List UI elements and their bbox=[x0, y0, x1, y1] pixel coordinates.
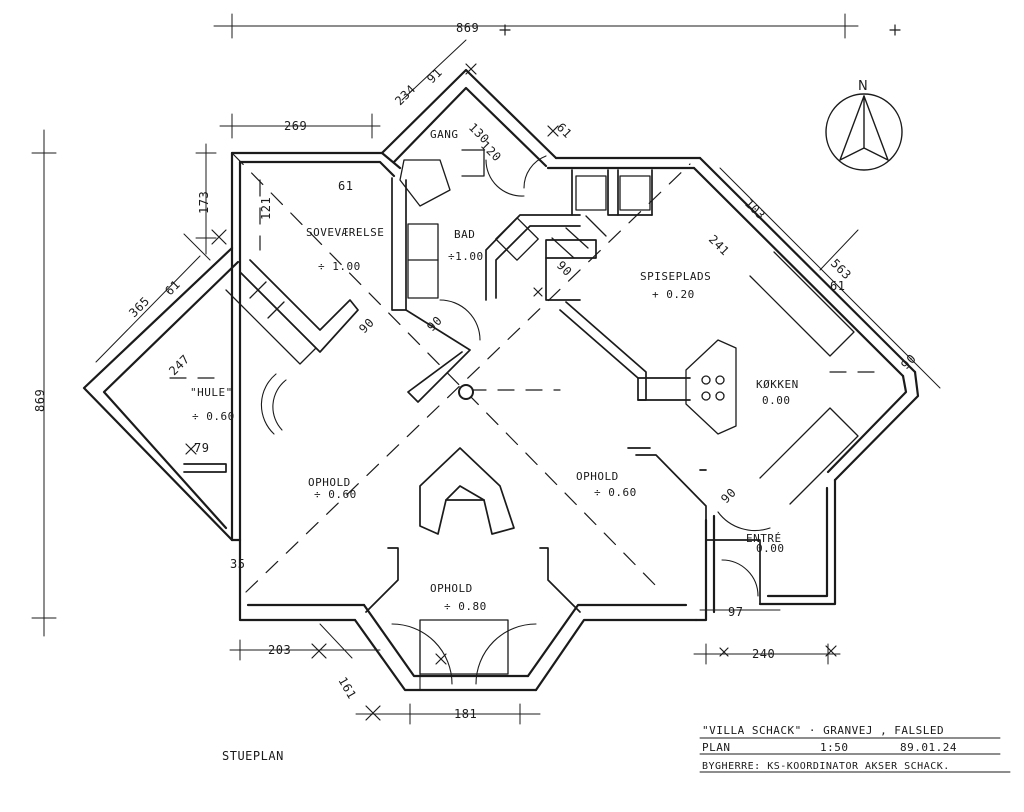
room-ophold-right-level: ÷ 0.60 bbox=[594, 486, 637, 499]
dashed-axes bbox=[169, 152, 881, 593]
dim-stair-90: 90 bbox=[554, 258, 575, 279]
dim-121: 121 bbox=[259, 197, 273, 220]
dim-247: 247 bbox=[166, 352, 192, 378]
room-ophold-bottom-level: ÷ 0.80 bbox=[444, 600, 487, 613]
room-entre-label: ENTRÉ bbox=[746, 532, 782, 545]
caption-scale: 1:50 bbox=[820, 741, 849, 754]
fixtures bbox=[225, 149, 859, 675]
dim-door-90-a: 90 bbox=[356, 315, 377, 336]
room-hule-label: "HULE" bbox=[190, 386, 233, 399]
room-ophold-left-level: ÷ 0.60 bbox=[314, 488, 357, 501]
dim-61-gang: 61 bbox=[554, 120, 575, 141]
dim-161: 161 bbox=[335, 675, 359, 702]
dimension-lines bbox=[31, 13, 941, 725]
caption-line-1: "VILLA SCHACK" · GRANVEJ , FALSLED bbox=[702, 724, 944, 737]
dim-97: 97 bbox=[728, 605, 743, 619]
central-column bbox=[458, 384, 474, 400]
caption-plan-label: PLAN bbox=[702, 741, 731, 754]
dim-61-hule: 61 bbox=[162, 277, 183, 298]
dim-door-90-b: 90 bbox=[424, 313, 445, 334]
dim-35: 35 bbox=[230, 557, 245, 571]
caption-lines bbox=[699, 737, 1011, 773]
dim-91: 91 bbox=[424, 65, 445, 86]
room-sovevaerelse-label: SOVEVÆRELSE bbox=[306, 226, 384, 239]
plan-name: STUEPLAN bbox=[222, 749, 284, 763]
dim-top-width: 869 bbox=[456, 21, 479, 35]
dim-241: 241 bbox=[706, 232, 732, 258]
room-sovevaerelse-level: ÷ 1.00 bbox=[318, 260, 361, 273]
room-ophold-bottom-label: OPHOLD bbox=[430, 582, 473, 595]
room-bad-level: ÷1.00 bbox=[448, 250, 484, 263]
dim-240: 240 bbox=[752, 647, 775, 661]
dim-90-kitchen: 90 bbox=[898, 351, 919, 372]
dim-269: 269 bbox=[284, 119, 307, 133]
room-spiseplads-label: SPISEPLADS bbox=[640, 270, 711, 283]
caption-block: STUEPLAN "VILLA SCHACK" · GRANVEJ , FALS… bbox=[222, 724, 957, 772]
room-labels: GANG SOVEVÆRELSE ÷ 1.00 BAD ÷1.00 SPISEP… bbox=[190, 128, 799, 613]
compass-n-label: N bbox=[858, 79, 868, 94]
room-kokken-level: 0.00 bbox=[762, 394, 791, 407]
room-spiseplads-level: + 0.20 bbox=[652, 288, 695, 301]
dim-181: 181 bbox=[454, 707, 477, 721]
exterior-walls bbox=[82, 68, 920, 692]
room-kokken-label: KØKKEN bbox=[756, 378, 799, 391]
dim-door-90-c: 90 bbox=[718, 485, 739, 506]
dim-61-kitchen: 61 bbox=[830, 279, 845, 293]
dim-203: 203 bbox=[268, 643, 291, 657]
compass bbox=[825, 93, 903, 171]
tick-marks bbox=[185, 24, 901, 721]
room-entre-level: 0.00 bbox=[756, 542, 785, 555]
dim-234: 234 bbox=[392, 82, 418, 108]
room-hule-level: ÷ 0.60 bbox=[192, 410, 235, 423]
caption-date: 89.01.24 bbox=[900, 741, 957, 754]
dim-365: 365 bbox=[126, 294, 152, 320]
caption-line-3: BYGHERRE: KS-KOORDINATOR AKSER SCHACK. bbox=[702, 761, 950, 772]
room-gang-label: GANG bbox=[430, 128, 459, 141]
dim-61-bed: 61 bbox=[338, 179, 353, 193]
room-bad-label: BAD bbox=[454, 228, 475, 241]
interior-walls bbox=[183, 169, 761, 613]
room-ophold-left-label: OPHOLD bbox=[308, 476, 351, 489]
door-swings bbox=[260, 155, 771, 691]
dim-left-height: 869 bbox=[33, 389, 47, 412]
room-ophold-right-label: OPHOLD bbox=[576, 470, 619, 483]
dim-79: 79 bbox=[194, 441, 209, 455]
dim-173: 173 bbox=[197, 191, 211, 214]
